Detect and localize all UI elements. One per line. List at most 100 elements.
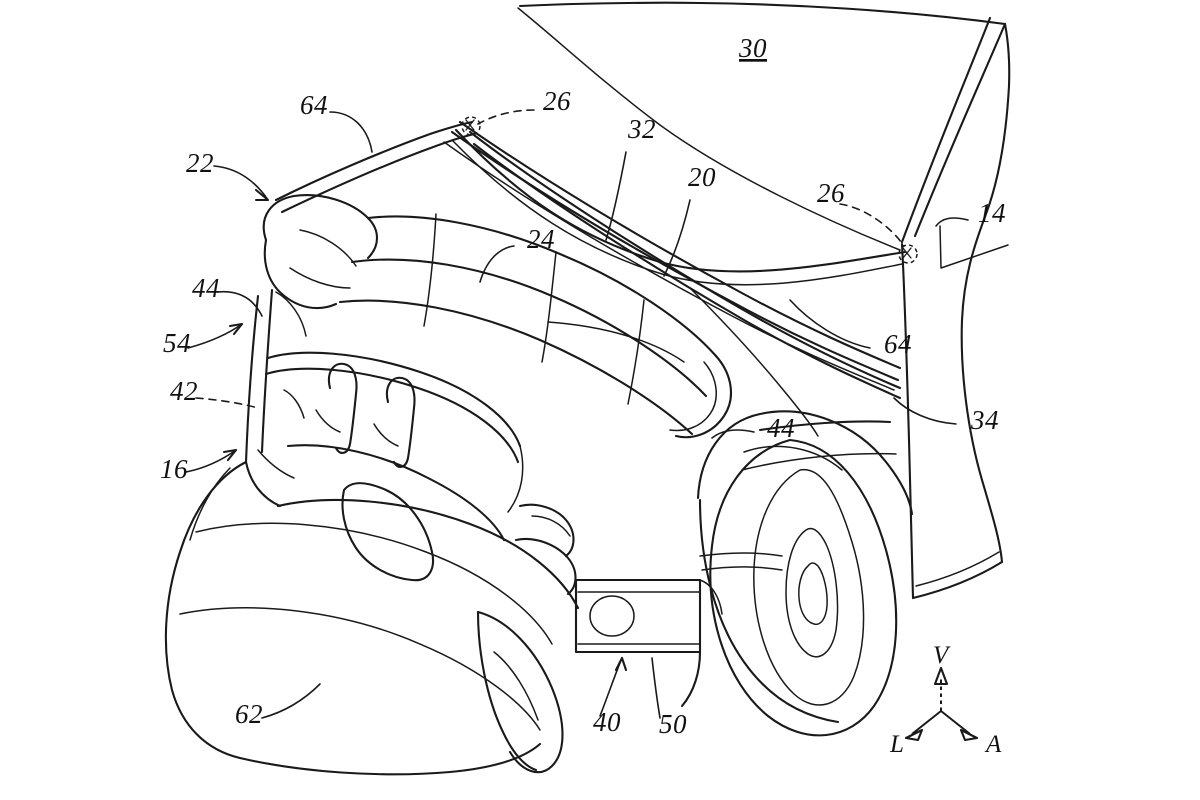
grille-vane-left-shadow — [315, 409, 341, 433]
fender-to-door-seam — [758, 420, 892, 432]
hinge-left-cross — [465, 119, 475, 131]
tether-strap-left-lower — [280, 132, 476, 214]
axis-label-l: L — [889, 731, 904, 758]
arrowhead-16 — [222, 448, 238, 462]
leader-42 — [195, 397, 259, 409]
leader-26-left — [477, 109, 535, 125]
numeral-26-right: 26 — [817, 178, 845, 208]
leader-34 — [893, 397, 957, 425]
arrowhead-54 — [228, 322, 244, 336]
lower-bag-skirt-fold — [189, 467, 231, 541]
headlamp-housing-top — [266, 351, 522, 448]
rocker-inner-edge — [915, 551, 1000, 587]
wheel-arch-inner — [743, 445, 843, 471]
leader-24 — [479, 245, 515, 283]
hood-right-crease-a — [458, 120, 902, 370]
wheel-arch — [696, 410, 914, 516]
tire-outer — [709, 438, 898, 737]
mirror-base-wedge — [939, 225, 1009, 269]
numeral-54: 54 — [163, 328, 191, 358]
airbag-gather-2 — [541, 251, 557, 363]
hinge-left-icon — [461, 116, 481, 136]
leader-50 — [651, 657, 661, 719]
door-front-edge — [900, 242, 915, 600]
airbag-gather-1 — [423, 213, 437, 327]
axis-l-line — [911, 710, 942, 735]
airbag-bulb-crease-b — [289, 267, 351, 289]
leader-14 — [935, 217, 969, 227]
tire-inner-sidewall — [753, 468, 865, 706]
leader-22 — [213, 165, 269, 201]
leader-54 — [187, 323, 243, 349]
arrowhead-40 — [614, 656, 628, 672]
grille-vane-right-shadow — [373, 423, 399, 447]
center-panel — [341, 482, 434, 582]
lower-bag-outer-left — [164, 460, 248, 760]
arrowhead-22 — [254, 188, 270, 202]
numeral-62: 62 — [235, 699, 263, 729]
airbag-upper-roll-mid — [350, 258, 708, 398]
leader-64-left — [329, 111, 373, 153]
numeral-14: 14 — [978, 198, 1006, 228]
axis-a-arrowhead — [959, 728, 979, 742]
axis-a-line — [940, 710, 971, 735]
numeral-34: 34 — [970, 405, 999, 435]
airbag-upper-roll-bottom — [338, 299, 694, 436]
orientation-triad: V L A — [889, 642, 1002, 758]
leader-16 — [185, 449, 237, 473]
reference-numerals: 14 16 20 22 24 26 26 30 32 34 40 42 44 4… — [160, 33, 1006, 739]
numeral-32: 32 — [627, 114, 656, 144]
numeral-44-left: 44 — [192, 273, 220, 303]
airbag-flap-crease-a — [275, 291, 307, 337]
lower-fascia-group — [574, 552, 783, 708]
rocker-forward-sweep — [698, 498, 840, 724]
tether-strap-left-upper — [274, 120, 474, 202]
airbag-left-bulb-bottom — [263, 238, 338, 310]
hinge-right-icon — [898, 244, 918, 264]
numeral-26-left: 26 — [543, 86, 571, 116]
airbag-gather-3 — [627, 299, 645, 405]
tether-strap-right-lower — [472, 142, 902, 400]
windshield-upper-edge — [517, 7, 901, 251]
numeral-40: 40 — [593, 707, 621, 737]
connector-block-lower — [514, 538, 577, 596]
fascia-panel — [574, 578, 702, 654]
hood-right-crease-c — [443, 141, 895, 391]
bumper-beam-top — [699, 552, 783, 557]
leader-64-right — [789, 299, 871, 349]
axis-label-a: A — [984, 731, 1002, 758]
fascia-sensor-port — [589, 595, 635, 637]
fascia-right-return — [699, 579, 723, 615]
numeral-20: 20 — [688, 162, 716, 192]
airbag-flap-inner-edge — [260, 288, 274, 454]
cowl-edge — [451, 139, 903, 286]
lower-bag-petal-outer — [476, 610, 564, 774]
lower-bag-petal-crease — [493, 651, 539, 721]
a-pillar-outer — [913, 22, 1007, 238]
axis-l-arrowhead — [904, 728, 924, 742]
leader-44-right — [711, 429, 755, 439]
airbag-nose-inner — [669, 361, 717, 432]
headlamp-housing-bottom — [286, 444, 506, 542]
airbag-left-bulb-top — [262, 194, 379, 260]
axis-label-v: V — [933, 642, 951, 669]
grille-vane-right — [385, 376, 416, 468]
headlamp-housing-right-edge — [507, 445, 524, 513]
connector-block-upper — [518, 503, 575, 558]
leader-20 — [663, 199, 691, 277]
hinge-right-cross — [902, 247, 912, 259]
numeral-50: 50 — [659, 709, 687, 739]
fascia-right-lower-edge — [680, 650, 702, 708]
leader-26-right — [839, 203, 905, 247]
leader-62 — [261, 683, 321, 719]
connector-block-crease — [531, 515, 571, 537]
front-wheel-group — [696, 410, 914, 737]
airbag-flap-bottom — [244, 460, 282, 508]
numeral-44-right: 44 — [767, 413, 795, 443]
bumper-beam-mid — [701, 566, 783, 571]
airbag-nose-outer — [674, 354, 732, 439]
airbag-group — [164, 194, 732, 776]
tether-strap-right-upper — [468, 130, 902, 390]
